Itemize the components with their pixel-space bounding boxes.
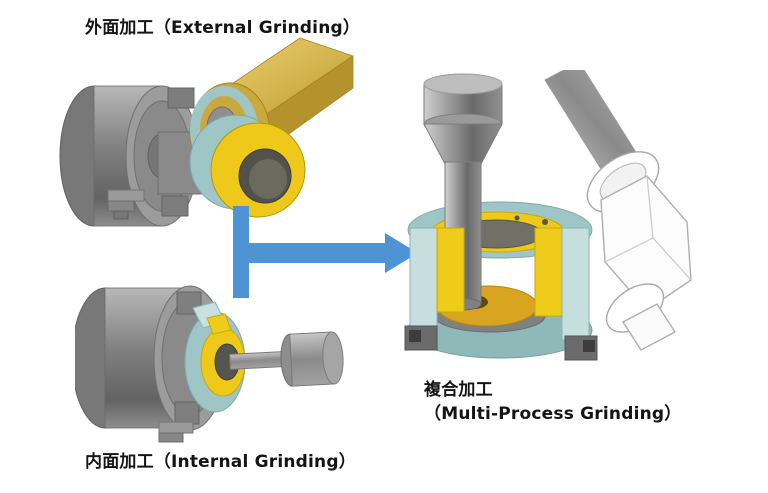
label-multi-process-line2: （Multi-Process Grinding） <box>424 404 682 424</box>
label-multi-process-line1: 複合加工 <box>424 380 493 400</box>
right-arrow-icon <box>233 206 418 298</box>
fixture-section-walls <box>409 215 590 341</box>
external-grinding-illustration <box>59 37 354 227</box>
flow-arrow <box>233 206 418 298</box>
grinding-quill <box>229 331 344 387</box>
workpiece-ring <box>189 114 306 218</box>
internal-grinding-illustration <box>75 285 344 443</box>
label-external-grinding: 外面加工（External Grinding） <box>85 18 361 38</box>
clamp-feet <box>404 325 598 361</box>
label-internal-grinding: 内面加工（Internal Grinding） <box>85 452 356 472</box>
multi-process-grinding-illustration <box>404 70 692 361</box>
chuck <box>59 85 214 227</box>
ghost-spindle <box>544 70 692 351</box>
workpiece-cup <box>184 301 246 413</box>
